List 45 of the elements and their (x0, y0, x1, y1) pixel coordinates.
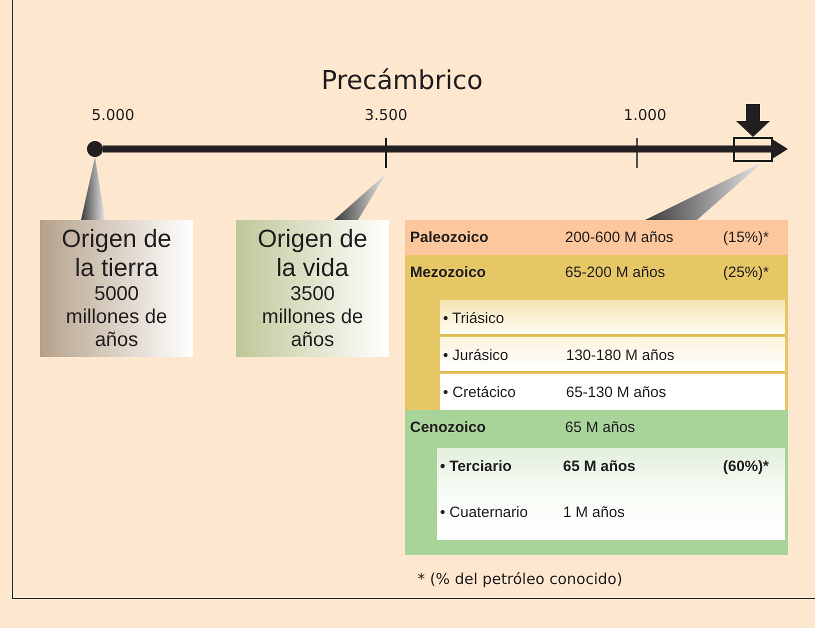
callout-wedge (334, 174, 386, 220)
era-name: • Jurásico (443, 346, 510, 364)
age-range: 65 M años (563, 458, 637, 474)
timeline-tick (385, 138, 386, 168)
callout-wedge (645, 162, 763, 220)
era-name: • Cuaternario (440, 504, 529, 520)
timeline-start-dot (87, 141, 103, 157)
era-band (405, 220, 788, 255)
period-row (437, 494, 785, 540)
callout-heading: Origen de la vida (256, 225, 368, 283)
callout-box (40, 220, 193, 357)
era-band (405, 410, 788, 555)
highlight-frame (733, 137, 773, 162)
age-range: 65-200 M años (565, 264, 666, 281)
callout-heading: Origen de la tierra (60, 225, 172, 283)
era-name: • Triásico (443, 310, 506, 326)
age-range: 130-180 M años (566, 346, 676, 364)
tick-label: 1.000 (624, 106, 666, 124)
era-name: Mezozoico (410, 264, 487, 281)
oil-share: (25%)* (723, 264, 770, 281)
timeline-title: Precámbrico (321, 66, 483, 96)
oil-share: (60%)* (723, 458, 770, 474)
arrow (736, 104, 770, 137)
age-range: 65-130 M años (566, 384, 668, 400)
era-name: Paleozoico (410, 229, 490, 246)
era-name: • Cretácico (443, 384, 517, 400)
tick-label: 5.000 (92, 106, 134, 124)
era-name: • Terciario (440, 458, 513, 474)
footnote: * (% del petróleo conocido) (418, 570, 622, 588)
callout-date: 3500 millones de años (260, 282, 364, 352)
callout-wedge (81, 157, 105, 220)
period-row (437, 448, 785, 494)
tick-label: 3.500 (364, 106, 408, 124)
callout-date: 5000 millones de años (64, 282, 168, 352)
era-band (405, 255, 788, 410)
age-range: 65 M años (565, 419, 636, 436)
period-row (440, 337, 785, 373)
era-name: Cenozoico (410, 419, 487, 436)
callout-box (236, 220, 389, 357)
period-row (440, 300, 785, 336)
timeline-arrow (103, 139, 788, 159)
period-row (440, 374, 785, 410)
age-range: 1 M años (563, 504, 626, 520)
oil-share: (15%)* (723, 229, 770, 246)
age-range: 200-600 M años (565, 229, 674, 246)
